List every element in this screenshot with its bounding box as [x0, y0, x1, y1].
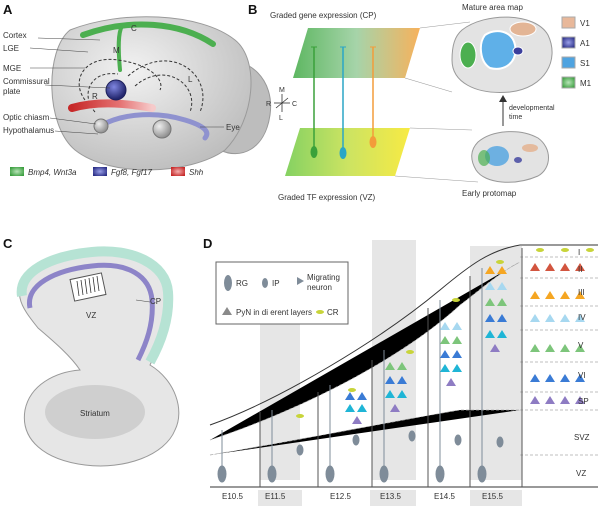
label-optic-chiasm: Optic chiasm: [3, 113, 50, 122]
panel-b-label: B: [248, 2, 257, 17]
cp-band: [16, 246, 174, 365]
label-vz-c: VZ: [86, 311, 96, 320]
layer-sp: SP: [578, 397, 589, 406]
vz-gradient-plane: [285, 128, 410, 176]
panel-b-legend: V1 A1 S1 M1: [561, 16, 592, 89]
panel-a-label: A: [3, 2, 13, 17]
axis-r-b: R: [266, 101, 271, 108]
stage-e15-5: E15.5: [482, 492, 503, 501]
layer-iii: III: [578, 288, 585, 297]
eye-ball: [152, 119, 172, 139]
pial-surface: [209, 244, 598, 426]
layer-labels: I II III IV V VI SP SVZ VZ: [574, 248, 590, 478]
axis-l-a: L: [188, 75, 193, 84]
area-m1: [459, 41, 477, 69]
layer-vi: VI: [578, 371, 586, 380]
fgf-expression-spot: [105, 79, 127, 101]
panel-d-legend: RG IP Migrating neuron PyN in di erent l…: [215, 261, 349, 325]
stage-e13-5: E13.5: [380, 492, 401, 501]
label-striatum: Striatum: [80, 409, 110, 418]
stage-e10-5: E10.5: [222, 492, 243, 501]
layer-svz: SVZ: [574, 433, 590, 442]
layer-v: V: [578, 341, 584, 350]
label-cp-c: CP: [150, 297, 161, 306]
panel-c-label: C: [3, 236, 13, 251]
label-commissural: Commissural: [3, 77, 50, 86]
legend-cr: CR: [327, 308, 339, 317]
layer-i: I: [578, 248, 580, 257]
bmp-expression-band: [80, 21, 216, 47]
early-protomap-title: Early protomap: [462, 189, 517, 198]
layer-iv: IV: [578, 313, 586, 322]
area-v1: [509, 21, 537, 37]
radial-glia: [217, 268, 504, 483]
label-hypothalamus: Hypothalamus: [3, 126, 54, 135]
axis-r-a: R: [92, 92, 98, 101]
dev-label-1: developmental: [509, 105, 555, 112]
legend-swatch-shh: [171, 167, 185, 176]
legend-ip: IP: [272, 279, 280, 288]
label-eye: Eye: [226, 123, 240, 132]
striatum-region: [45, 385, 145, 439]
legend-shh: Shh: [189, 168, 204, 177]
legend-migrating-2: neuron: [307, 283, 332, 292]
early-protomap: [471, 131, 549, 183]
developmental-arrow: [499, 95, 507, 126]
legend-bmp: Bmp4, Wnt3a: [28, 168, 77, 177]
label-lge: LGE: [3, 44, 19, 53]
mature-area-map: [451, 16, 553, 93]
legend-v1: V1: [580, 19, 590, 28]
legend-migrating-1: Migrating: [307, 273, 340, 282]
legend-s1: S1: [580, 59, 590, 68]
stage-labels: E10.5 E11.5 E12.5 E13.5 E14.5 E15.5: [222, 492, 503, 501]
legend-m1: M1: [580, 79, 592, 88]
panel-a-legend: Bmp4, Wnt3a Fgf8, Fgf17 Shh: [10, 167, 204, 177]
layer-dividers: [209, 256, 598, 456]
stage-e11-5: E11.5: [265, 492, 286, 501]
mature-map-title: Mature area map: [462, 3, 523, 12]
mature-columns: [530, 263, 585, 404]
stage-e12-5: E12.5: [330, 492, 351, 501]
label-plate: plate: [3, 87, 21, 96]
brain-schematic: [51, 16, 272, 171]
neuron-triangles: [345, 263, 585, 424]
axis-m-b: M: [279, 87, 285, 94]
legend-rg: RG: [236, 279, 248, 288]
legend-pyn: PyN in di erent layers: [236, 308, 312, 317]
cp-gradient-plane: [293, 28, 420, 78]
layer-ii: II: [578, 265, 582, 274]
orientation-cross: [274, 94, 290, 112]
cr-cells: [296, 248, 594, 418]
legend-swatch-bmp: [10, 167, 24, 176]
area-s1: [479, 30, 517, 70]
cp-title: Graded gene expression (CP): [270, 11, 377, 20]
axis-m-a: M: [113, 46, 120, 55]
panel-d-label: D: [203, 236, 212, 251]
axis-c-a: C: [131, 24, 137, 33]
vz-band: [27, 262, 155, 362]
vz-title: Graded TF expression (VZ): [278, 193, 376, 202]
label-mge: MGE: [3, 64, 21, 73]
stage-dividers: [259, 248, 523, 487]
axis-c-b: C: [292, 101, 297, 108]
connector-lines: [394, 21, 479, 183]
panel-a-labels: [29, 37, 224, 135]
axis-l-b: L: [279, 115, 283, 122]
label-cortex: Cortex: [3, 31, 27, 40]
shh-expression-band: [68, 99, 156, 112]
dev-label-2: time: [509, 114, 522, 121]
legend-a1: A1: [580, 39, 590, 48]
area-a1: [512, 46, 524, 56]
legend-fgf: Fgf8, Fgf17: [111, 168, 152, 177]
radial-columns: [310, 46, 377, 159]
coronal-section: [16, 246, 180, 467]
optic-chiasm-ball: [93, 118, 109, 134]
stage-e14-5: E14.5: [434, 492, 455, 501]
legend-swatch-fgf: [93, 167, 107, 176]
layer-vz: VZ: [576, 469, 586, 478]
